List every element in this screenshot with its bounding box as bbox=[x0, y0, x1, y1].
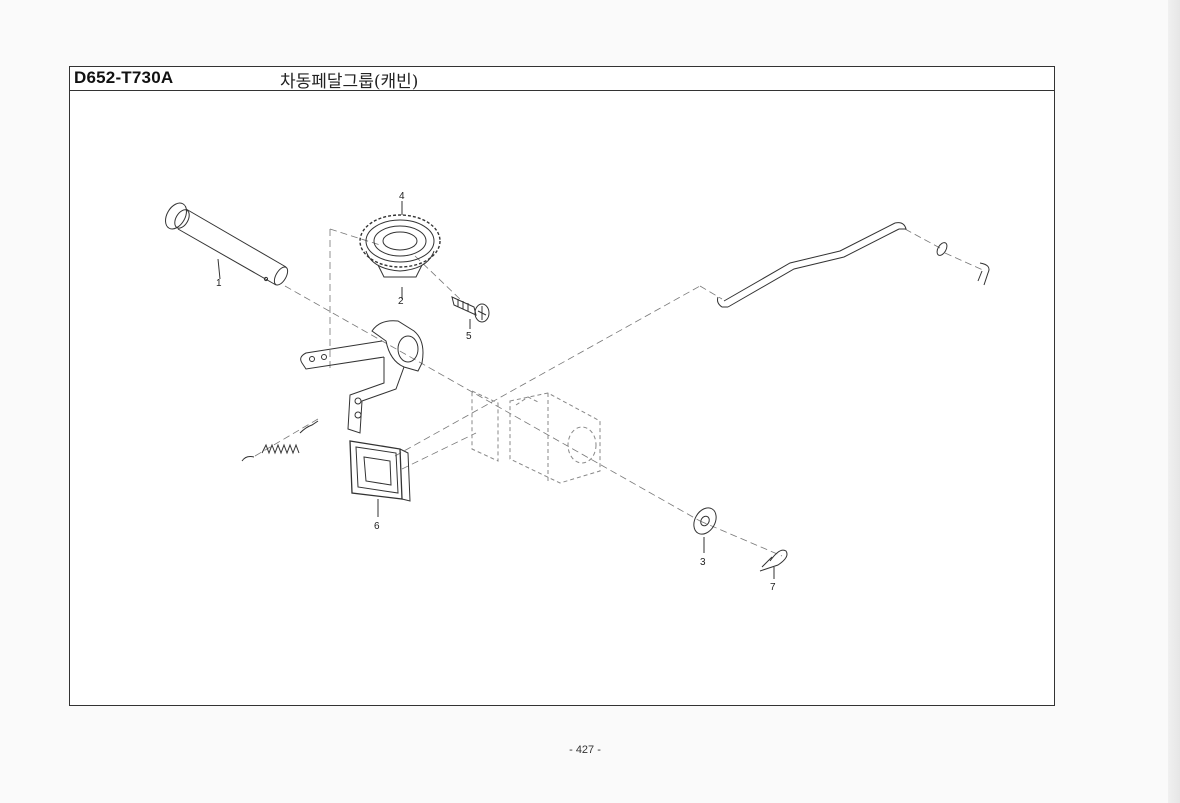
frame-header: D652-T730A 차동페달그룹(캐빈) bbox=[70, 67, 1054, 92]
callout-4: 4 bbox=[399, 191, 405, 202]
callout-3: 3 bbox=[700, 557, 706, 568]
callout-5: 5 bbox=[466, 331, 472, 342]
part-housing-block bbox=[471, 390, 601, 484]
model-code: D652-T730A bbox=[74, 68, 174, 87]
part-cotter-pin bbox=[759, 549, 788, 579]
callout-1: 1 bbox=[216, 278, 222, 289]
diagram-frame: D652-T730A 차동페달그룹(캐빈) bbox=[69, 66, 1055, 706]
part-washer bbox=[693, 507, 717, 553]
part-rubber-boot bbox=[349, 440, 411, 517]
part-pedal-arm bbox=[300, 287, 424, 434]
part-screw bbox=[451, 296, 490, 329]
callout-2: 2 bbox=[398, 296, 404, 307]
callout-7: 7 bbox=[770, 582, 776, 593]
group-title: 차동페달그룹(캐빈) bbox=[280, 72, 419, 92]
part-linkage-rod bbox=[717, 222, 990, 308]
assembly-centerlines bbox=[254, 228, 986, 557]
part-serrated-retainer bbox=[359, 201, 441, 278]
callout-6: 6 bbox=[374, 521, 380, 532]
page-number: - 427 - bbox=[569, 744, 601, 756]
part-pin bbox=[165, 202, 289, 286]
exploded-parts-diagram: 1 2 3 4 5 6 7 bbox=[165, 191, 990, 593]
page-edge-shadow bbox=[1168, 0, 1180, 803]
part-spring bbox=[241, 420, 319, 462]
